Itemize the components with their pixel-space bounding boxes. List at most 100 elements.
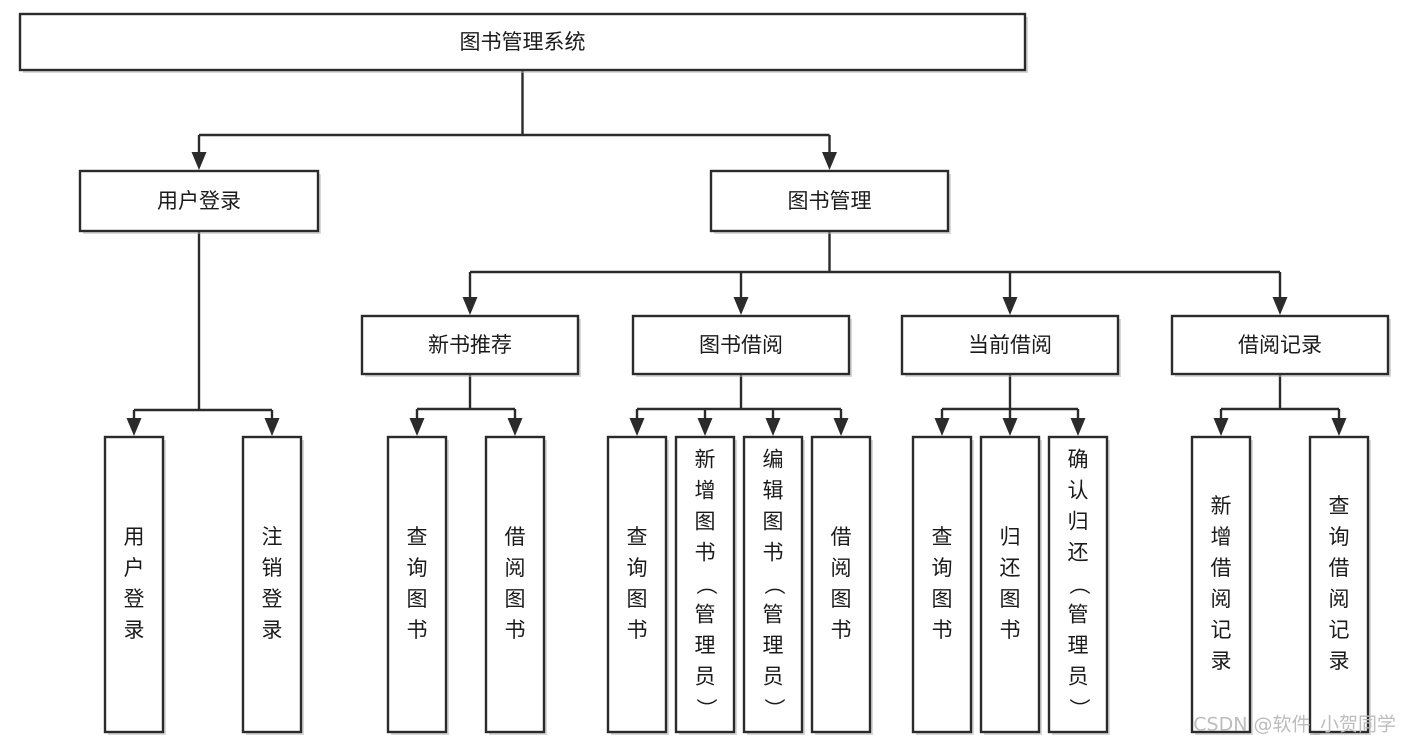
node-label: 图书借阅 bbox=[699, 333, 783, 357]
svg-text:录: 录 bbox=[124, 618, 145, 642]
svg-text:（: （ bbox=[694, 574, 718, 595]
svg-text:询: 询 bbox=[932, 556, 953, 580]
svg-text:还: 还 bbox=[1000, 556, 1021, 580]
svg-text:图: 图 bbox=[695, 510, 716, 534]
svg-text:书: 书 bbox=[407, 618, 428, 642]
node-borrow-record[interactable]: 借阅记录 bbox=[1170, 314, 1391, 377]
svg-text:借: 借 bbox=[831, 525, 852, 549]
arrow-head-icon bbox=[833, 418, 849, 436]
node-label: 当前借阅 bbox=[968, 333, 1052, 357]
svg-text:查: 查 bbox=[932, 525, 953, 549]
svg-text:图: 图 bbox=[763, 510, 784, 534]
node-book-management[interactable]: 图书管理 bbox=[709, 169, 951, 234]
svg-text:（: （ bbox=[762, 574, 786, 595]
svg-text:理: 理 bbox=[695, 634, 716, 658]
svg-text:书: 书 bbox=[627, 618, 648, 642]
svg-text:（: （ bbox=[1067, 574, 1091, 595]
arrow-head-icon bbox=[126, 418, 142, 436]
node-current-borrow[interactable]: 当前借阅 bbox=[900, 314, 1121, 377]
svg-text:员: 员 bbox=[695, 665, 716, 689]
svg-text:认: 认 bbox=[1068, 479, 1089, 503]
arrow-head-icon bbox=[1070, 418, 1086, 436]
connector-root bbox=[191, 70, 837, 170]
arrow-head-icon bbox=[191, 152, 207, 170]
svg-text:）: ） bbox=[1067, 698, 1091, 719]
node-label: 图书管理系统 bbox=[460, 30, 586, 54]
svg-text:编: 编 bbox=[763, 448, 784, 472]
svg-text:借: 借 bbox=[1211, 556, 1232, 580]
svg-text:书: 书 bbox=[763, 541, 784, 565]
arrow-head-icon bbox=[1272, 297, 1288, 315]
svg-text:理: 理 bbox=[1068, 634, 1089, 658]
svg-text:确: 确 bbox=[1068, 448, 1089, 472]
arrow-head-icon bbox=[934, 418, 950, 436]
svg-text:录: 录 bbox=[1329, 649, 1350, 673]
svg-text:管: 管 bbox=[763, 603, 784, 627]
svg-text:图: 图 bbox=[1000, 587, 1021, 611]
svg-text:借: 借 bbox=[505, 525, 526, 549]
node-layer: 图书管理系统用户登录图书管理新书推荐图书借阅当前借阅借阅记录用户登录注销登录查询… bbox=[18, 12, 1391, 735]
svg-text:书: 书 bbox=[505, 618, 526, 642]
svg-text:员: 员 bbox=[763, 665, 784, 689]
connector-user-login bbox=[126, 231, 280, 436]
arrow-head-icon bbox=[1002, 418, 1018, 436]
node-label: 借阅记录 bbox=[1238, 333, 1322, 357]
node-label: 用户登录 bbox=[157, 189, 241, 213]
arrow-head-icon bbox=[822, 152, 837, 170]
arrow-head-icon bbox=[697, 418, 713, 436]
svg-text:查: 查 bbox=[407, 525, 428, 549]
arrow-head-icon bbox=[629, 418, 645, 436]
svg-text:阅: 阅 bbox=[505, 556, 526, 580]
svg-text:还: 还 bbox=[1068, 541, 1089, 565]
node-label: 图书管理 bbox=[788, 189, 872, 213]
node-user-login[interactable]: 用户登录 bbox=[78, 169, 321, 234]
svg-text:图: 图 bbox=[505, 587, 526, 611]
node-leaf-user-login[interactable]: 用户登录 bbox=[103, 435, 166, 735]
svg-text:员: 员 bbox=[1068, 665, 1089, 689]
svg-text:借: 借 bbox=[1329, 556, 1350, 580]
svg-text:登: 登 bbox=[262, 587, 283, 611]
svg-text:书: 书 bbox=[1000, 618, 1021, 642]
node-book-borrow[interactable]: 图书借阅 bbox=[631, 314, 852, 377]
arrow-head-icon bbox=[264, 418, 280, 436]
svg-text:新: 新 bbox=[1211, 494, 1232, 518]
svg-text:询: 询 bbox=[1329, 525, 1350, 549]
svg-text:记: 记 bbox=[1211, 618, 1232, 642]
svg-text:书: 书 bbox=[695, 541, 716, 565]
node-new-book-recommend[interactable]: 新书推荐 bbox=[360, 314, 581, 377]
svg-text:书: 书 bbox=[831, 618, 852, 642]
svg-text:阅: 阅 bbox=[831, 556, 852, 580]
svg-text:管: 管 bbox=[695, 603, 716, 627]
svg-text:新: 新 bbox=[695, 448, 716, 472]
svg-text:注: 注 bbox=[262, 525, 283, 549]
svg-text:归: 归 bbox=[1068, 510, 1089, 534]
svg-text:增: 增 bbox=[1211, 525, 1232, 549]
node-root[interactable]: 图书管理系统 bbox=[18, 12, 1028, 73]
svg-text:阅: 阅 bbox=[1329, 587, 1350, 611]
svg-text:询: 询 bbox=[407, 556, 428, 580]
arrow-head-icon bbox=[765, 418, 781, 436]
connector-new-book-recommend bbox=[409, 374, 523, 436]
svg-text:录: 录 bbox=[1211, 649, 1232, 673]
